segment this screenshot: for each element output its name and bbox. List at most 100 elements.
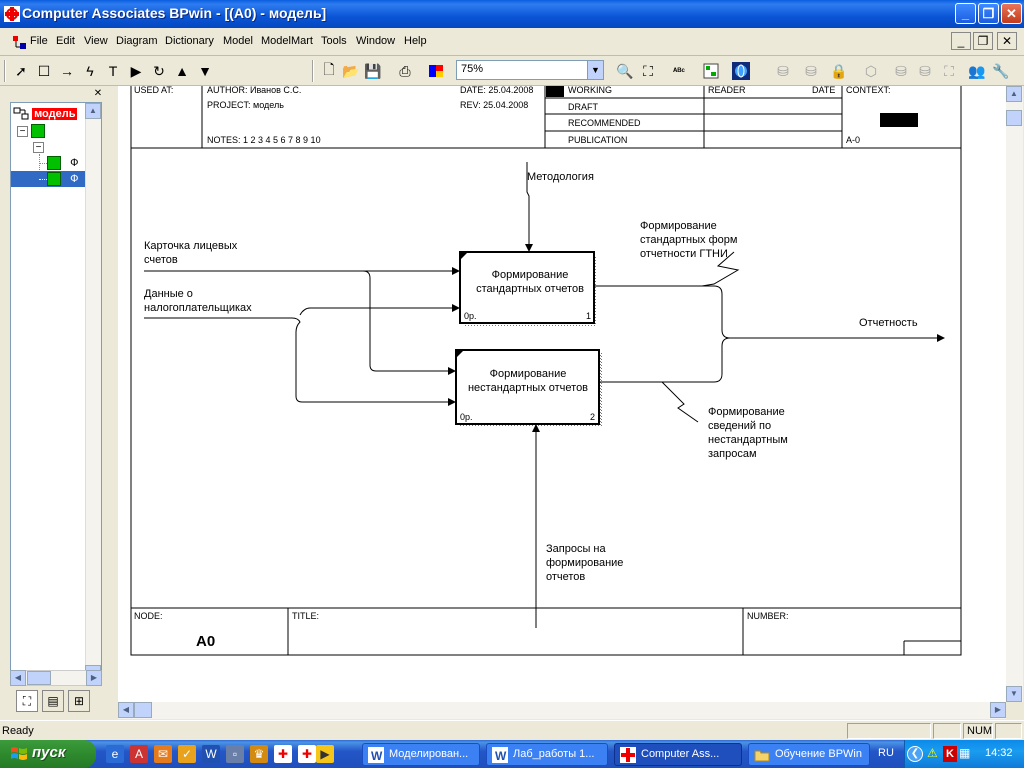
title-bar[interactable]: Computer Associates BPwin - [(A0) - моде…: [0, 0, 1024, 28]
go-down-icon[interactable]: ▼: [198, 63, 212, 79]
bpwin-icon[interactable]: ✚: [274, 745, 292, 763]
scroll-right-icon[interactable]: ▶: [990, 702, 1006, 718]
menu-dictionary[interactable]: Dictionary: [165, 35, 214, 47]
play-icon[interactable]: ▶: [130, 62, 142, 79]
menu-help[interactable]: Help: [404, 35, 427, 47]
checklist-icon[interactable]: ✓: [178, 745, 196, 763]
squiggle-tool-icon[interactable]: ϟ: [86, 63, 94, 79]
zoom-in-icon[interactable]: 🔍: [616, 62, 634, 79]
tree-root[interactable]: модель: [13, 107, 78, 123]
go-up-icon[interactable]: ▲: [175, 63, 189, 79]
output-arrow[interactable]: [594, 285, 945, 342]
modelmart-open-icon[interactable]: ⛁: [895, 62, 907, 79]
menu-tools[interactable]: Tools: [321, 35, 347, 47]
scroll-right-icon[interactable]: ▶: [86, 670, 102, 686]
pointer-tool-icon[interactable]: ➚: [15, 62, 27, 79]
input1-label[interactable]: счетов: [144, 254, 178, 266]
tree-item-a0[interactable]: [31, 124, 45, 140]
menu-modelmart[interactable]: ModelMart: [261, 35, 313, 47]
input-arrow-1-branch[interactable]: [362, 270, 456, 375]
security-alert-icon[interactable]: ⚠: [927, 746, 938, 760]
input2-label[interactable]: налогоплательщиках: [144, 302, 252, 314]
spell-check-icon[interactable]: ᴬᴮᶜ: [673, 66, 685, 76]
output-arrow-merge[interactable]: [599, 337, 731, 383]
menu-diagram[interactable]: Diagram: [116, 35, 158, 47]
mdi-restore-button[interactable]: ❐: [973, 32, 993, 50]
menu-window[interactable]: Window: [356, 35, 396, 47]
model-explorer-icon[interactable]: [700, 60, 722, 82]
mdi-close-button[interactable]: ✕: [997, 32, 1017, 50]
tree-vertical-scrollbar[interactable]: ▲ ▼: [85, 103, 101, 681]
vscroll-thumb[interactable]: [1006, 110, 1022, 126]
output2-label[interactable]: нестандартным: [708, 434, 788, 446]
activity-box-2[interactable]: Формирование нестандартных отчетов 0р. 2: [455, 349, 600, 425]
show-hidden-icons-icon[interactable]: ❮: [907, 746, 923, 762]
activities-tab-icon[interactable]: ⛶: [16, 690, 38, 712]
scroll-up-icon[interactable]: ▲: [85, 103, 101, 119]
tree-hscroll-thumb[interactable]: [27, 671, 51, 685]
output2-label[interactable]: запросам: [708, 448, 757, 460]
menu-view[interactable]: View: [84, 35, 108, 47]
task-word-1[interactable]: W Моделирован...: [362, 743, 480, 766]
scroll-up-icon[interactable]: ▲: [1006, 86, 1022, 102]
zoom-fit-icon[interactable]: ⛶: [643, 62, 653, 79]
output1-label[interactable]: стандартных форм: [640, 234, 737, 246]
canvas-vertical-scrollbar[interactable]: ▲ ▼: [1006, 86, 1023, 702]
scroll-down-icon[interactable]: ▼: [1006, 686, 1022, 702]
document-icon[interactable]: [12, 35, 28, 51]
text-tool-icon[interactable]: T: [108, 63, 118, 79]
open-icon[interactable]: 📂: [342, 62, 360, 79]
task-folder[interactable]: Обучение BPWin: [748, 743, 870, 766]
output2-label[interactable]: сведений по: [708, 420, 771, 432]
modelmart-disconnect-icon[interactable]: ⛁: [805, 62, 817, 79]
color-icon[interactable]: [425, 60, 447, 82]
tree-item-a2[interactable]: Ф: [47, 172, 78, 188]
tree-item-a1[interactable]: Ф: [47, 156, 78, 172]
hscroll-thumb[interactable]: [134, 702, 152, 718]
explorer-close-icon[interactable]: ✕: [93, 88, 103, 99]
box-tool-icon[interactable]: ☐: [37, 62, 51, 79]
menu-file[interactable]: File: [30, 35, 48, 47]
modelmart-merge-icon[interactable]: ⛶: [944, 62, 954, 79]
output1-label[interactable]: Формирование: [640, 220, 717, 232]
scroll-left-icon[interactable]: ◀: [118, 702, 134, 718]
network-icon[interactable]: ▦: [959, 746, 971, 760]
clock[interactable]: 14:32: [985, 747, 1013, 759]
modelmart-save-icon[interactable]: ⛁: [919, 62, 931, 79]
language-indicator[interactable]: RU: [878, 747, 894, 759]
mechanism-label[interactable]: Запросы на: [546, 543, 606, 555]
task-bpwin[interactable]: Computer Ass...: [614, 743, 742, 766]
menu-edit[interactable]: Edit: [56, 35, 75, 47]
kaspersky-icon[interactable]: K: [943, 746, 957, 762]
print-icon[interactable]: ⎙: [399, 62, 411, 79]
input-arrow-2[interactable]: [299, 304, 460, 316]
collapse-icon[interactable]: −: [33, 142, 44, 153]
activity-box-1[interactable]: Формирование стандартных отчетов 0р. 1: [459, 251, 595, 324]
output-label[interactable]: Отчетность: [859, 317, 918, 329]
scroll-left-icon[interactable]: ◀: [10, 670, 26, 686]
modelmart-icon[interactable]: ⬡: [864, 62, 878, 79]
input1-label[interactable]: Карточка лицевых: [144, 240, 238, 252]
mdi-minimize-button[interactable]: _: [951, 32, 971, 50]
output2-label[interactable]: Формирование: [708, 406, 785, 418]
figure-icon[interactable]: ♛: [250, 745, 268, 763]
close-button[interactable]: ✕: [1001, 3, 1022, 24]
input2-label[interactable]: Данные о: [144, 288, 193, 300]
mechanism-label[interactable]: отчетов: [546, 571, 585, 583]
task-word-2[interactable]: W Лаб_работы 1...: [486, 743, 608, 766]
modelmart-connect-icon[interactable]: ⛁: [777, 62, 789, 79]
save-icon[interactable]: 💾: [364, 62, 382, 79]
ie-icon[interactable]: e: [106, 745, 124, 763]
lock-icon[interactable]: 🔒: [830, 62, 848, 79]
globe-icon[interactable]: [730, 60, 752, 82]
menu-model[interactable]: Model: [223, 35, 253, 47]
users-icon[interactable]: 👥: [968, 62, 986, 79]
minimize-button[interactable]: _: [955, 3, 976, 24]
input-arrow-2-branch[interactable]: [144, 317, 456, 406]
zoom-dropdown[interactable]: 75% ▼: [456, 60, 604, 80]
canvas-horizontal-scrollbar[interactable]: ◀ ▶: [118, 702, 1006, 719]
rotate-icon[interactable]: ↻: [153, 62, 165, 79]
media-player-icon[interactable]: ▶: [316, 745, 334, 763]
window-icon[interactable]: ▫: [226, 745, 244, 763]
objects-tab-icon[interactable]: ⊞: [68, 690, 90, 712]
